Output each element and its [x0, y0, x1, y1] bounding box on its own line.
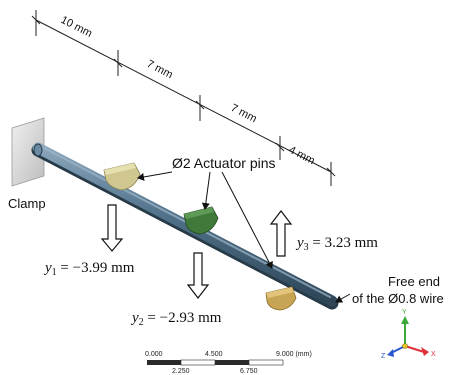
axis-triad: Y X Z — [381, 309, 436, 360]
y3-var: y — [295, 235, 304, 251]
clamp-label: Clamp — [8, 196, 46, 211]
dimension-tick — [326, 167, 336, 177]
free-end-label-line1: Free end — [388, 274, 440, 289]
free-end-label-line2: of the Ø0.8 wire — [352, 291, 444, 306]
scale-seg-1 — [147, 360, 181, 365]
leader-to-pin-3 — [221, 171, 273, 269]
wire — [31, 142, 339, 310]
dimension-4mm: 4 mm — [287, 144, 317, 167]
displacement-arrow-down-2 — [186, 252, 210, 299]
y2-label: y2 = −2.93 mm — [130, 310, 222, 328]
scale-seg-4 — [248, 359, 284, 366]
dimension-tick — [195, 100, 205, 110]
scale-seg-3 — [215, 360, 249, 365]
scale-bottom-1: 6.750 — [240, 368, 258, 375]
displacement-arrow-down-1 — [100, 204, 124, 252]
y2-value: = −2.93 mm — [144, 310, 222, 326]
displacement-arrow-up-3 — [269, 210, 293, 257]
free-end-leader — [335, 293, 351, 303]
dimension-tick — [275, 142, 285, 152]
y1-sub: 1 — [52, 267, 57, 278]
scale-bottom-0: 2.250 — [172, 368, 190, 375]
scale-top-1: 4.500 — [205, 351, 223, 358]
actuator-pin-3 — [265, 286, 297, 311]
x-axis — [404, 345, 425, 353]
scale-top-0: 0.000 — [145, 351, 163, 358]
dimension-tick — [31, 15, 41, 25]
clamp-block — [11, 117, 45, 187]
y3-label: y3 = 3.23 mm — [295, 235, 378, 253]
dimension-line — [35, 19, 332, 173]
y1-label: y1 = −3.99 mm — [43, 260, 135, 278]
y2-var: y — [130, 310, 139, 326]
y-axis-label: Y — [402, 309, 407, 316]
z-axis-label: Z — [381, 353, 386, 360]
y2-sub: 2 — [139, 317, 144, 328]
scale-bar: 0.000 4.500 9.000 (mm) 2.250 6.750 — [145, 351, 312, 375]
y3-value: = 3.23 mm — [309, 235, 379, 251]
dimension-7mm-a: 7 mm — [145, 58, 175, 81]
scale-seg-2 — [180, 359, 216, 366]
y1-var: y — [43, 260, 52, 276]
y1-value: = −3.99 mm — [57, 260, 135, 276]
leader-to-pin-1 — [137, 171, 173, 181]
dimension-chain — [31, 10, 336, 186]
x-axis-label: X — [431, 351, 436, 358]
pin-leader-lines — [137, 171, 273, 269]
actuator-pin-2 — [183, 206, 219, 235]
leader-to-pin-2 — [201, 171, 211, 210]
scale-top-2: 9.000 (mm) — [276, 351, 312, 358]
dimension-10mm: 10 mm — [59, 14, 94, 40]
y3-sub: 3 — [304, 242, 309, 253]
actuator-pins-label: Ø2 Actuator pins — [172, 155, 276, 171]
dimension-tick — [113, 58, 123, 68]
